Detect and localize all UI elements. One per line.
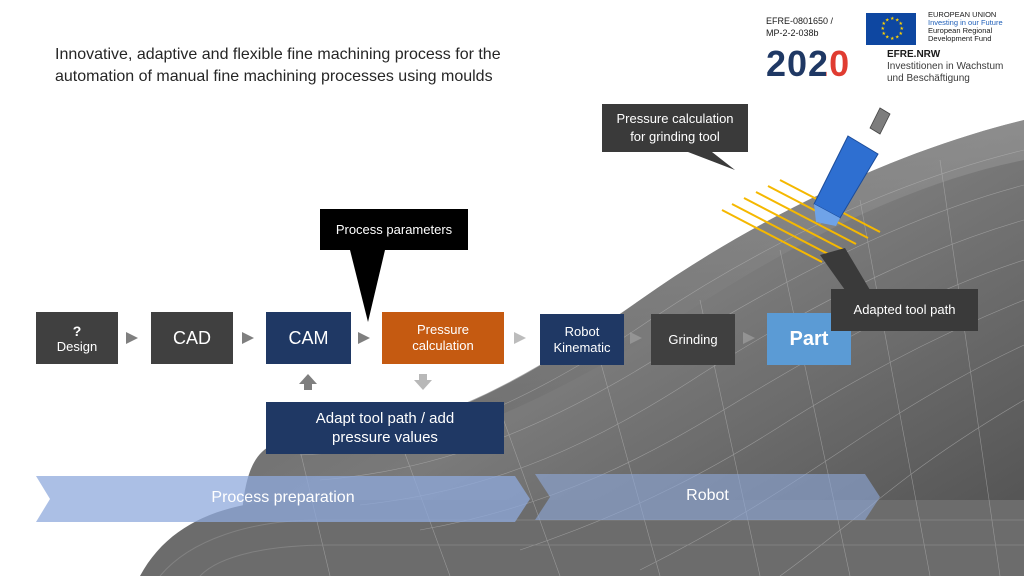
svg-text:★: ★	[899, 21, 904, 27]
callout-adapted-tool-path: Adapted tool path	[831, 289, 978, 331]
step-part-label: Part	[789, 327, 829, 350]
project-id: EFRE-0801650 / MP-2-2-038b	[766, 15, 833, 39]
arrow-right-icon	[630, 332, 642, 344]
arrow-right-icon	[126, 332, 138, 344]
arrow-down-stem	[419, 374, 427, 380]
svg-text:★: ★	[885, 35, 890, 41]
grinding-tool-icon	[813, 107, 891, 226]
phase-chevron-process-preparation	[36, 476, 530, 522]
arrow-right-icon	[358, 332, 370, 344]
eu-label: EUROPEAN UNION	[928, 10, 997, 19]
step-design: ? Design	[36, 312, 118, 364]
adapted-tool-path-label: Adapted tool path	[853, 302, 956, 317]
eu-fund-line1: European Regional	[928, 26, 993, 35]
svg-text:★: ★	[885, 18, 890, 24]
svg-text:★: ★	[890, 16, 895, 22]
project-id-line2: MP-2-2-038b	[766, 28, 819, 38]
step-pressure-label: Pressure calculation	[412, 322, 474, 353]
logo-year: 2020	[766, 46, 881, 82]
adapt-tool-path-box: Adapt tool path / add pressure values	[266, 402, 504, 454]
arrow-down-icon	[414, 380, 432, 390]
svg-text:★: ★	[900, 26, 905, 32]
step-pressure-calculation: Pressure calculation	[382, 312, 504, 364]
adapt-tool-path-label: Adapt tool path / add pressure values	[315, 410, 455, 446]
eu-slogan: Investing in our Future	[928, 18, 1003, 27]
step-robot-kinematic: Robot Kinematic	[540, 314, 624, 365]
arrow-up-icon	[299, 374, 317, 384]
project-id-line1: EFRE-0801650 /	[766, 16, 834, 26]
svg-text:★: ★	[882, 31, 887, 37]
step-robot-kinematic-label: Robot Kinematic	[553, 323, 611, 355]
efre-text: EFRE.NRW Investitionen in Wachstum und B…	[887, 49, 1003, 85]
arrow-right-icon	[743, 332, 755, 344]
eu-fund-line2: Development Fund	[928, 34, 992, 43]
phase-label-process-preparation: Process preparation	[211, 489, 355, 506]
step-cam-label: CAM	[288, 327, 329, 348]
svg-text:★: ★	[882, 21, 887, 27]
svg-text:★: ★	[895, 18, 900, 24]
step-grinding-label: Grinding	[668, 332, 718, 347]
svg-text:★: ★	[899, 31, 904, 37]
step-cam: CAM	[266, 312, 351, 364]
arrow-up-stem	[304, 384, 312, 390]
arrow-right-icon	[242, 332, 254, 344]
page-title: Innovative, adaptive and flexible fine m…	[55, 46, 501, 85]
eu-label-block: EUROPEAN UNION Investing in our Future E…	[928, 11, 1024, 43]
step-grinding: Grinding	[651, 314, 735, 365]
design-question-icon: ?	[72, 322, 82, 339]
efre-name: EFRE.NRW	[887, 49, 941, 60]
phase-chevron-robot	[535, 474, 880, 520]
callout-process-parameters: Process parameters	[320, 209, 468, 250]
pressure-grinding-label: Pressure calculation for grinding tool	[616, 111, 734, 144]
efre-line1: Investitionen in Wachstum	[887, 61, 1004, 72]
callout-pressure-grinding-tool: Pressure calculation for grinding tool	[602, 104, 748, 152]
phase-label-robot: Robot	[686, 487, 729, 504]
efre-line2: und Beschäftigung	[887, 73, 970, 84]
step-cad-label: CAD	[172, 327, 211, 348]
eu-flag-icon: ★★★ ★★★ ★★★ ★★★	[866, 13, 916, 45]
svg-text:★: ★	[895, 35, 900, 41]
process-parameters-label: Process parameters	[335, 221, 453, 237]
efre-logo: 2020	[766, 46, 881, 82]
svg-text:★: ★	[890, 36, 895, 42]
arrow-right-icon	[514, 332, 526, 344]
step-design-label: Design	[56, 338, 98, 354]
svg-text:★: ★	[881, 26, 886, 32]
step-cad: CAD	[151, 312, 233, 364]
